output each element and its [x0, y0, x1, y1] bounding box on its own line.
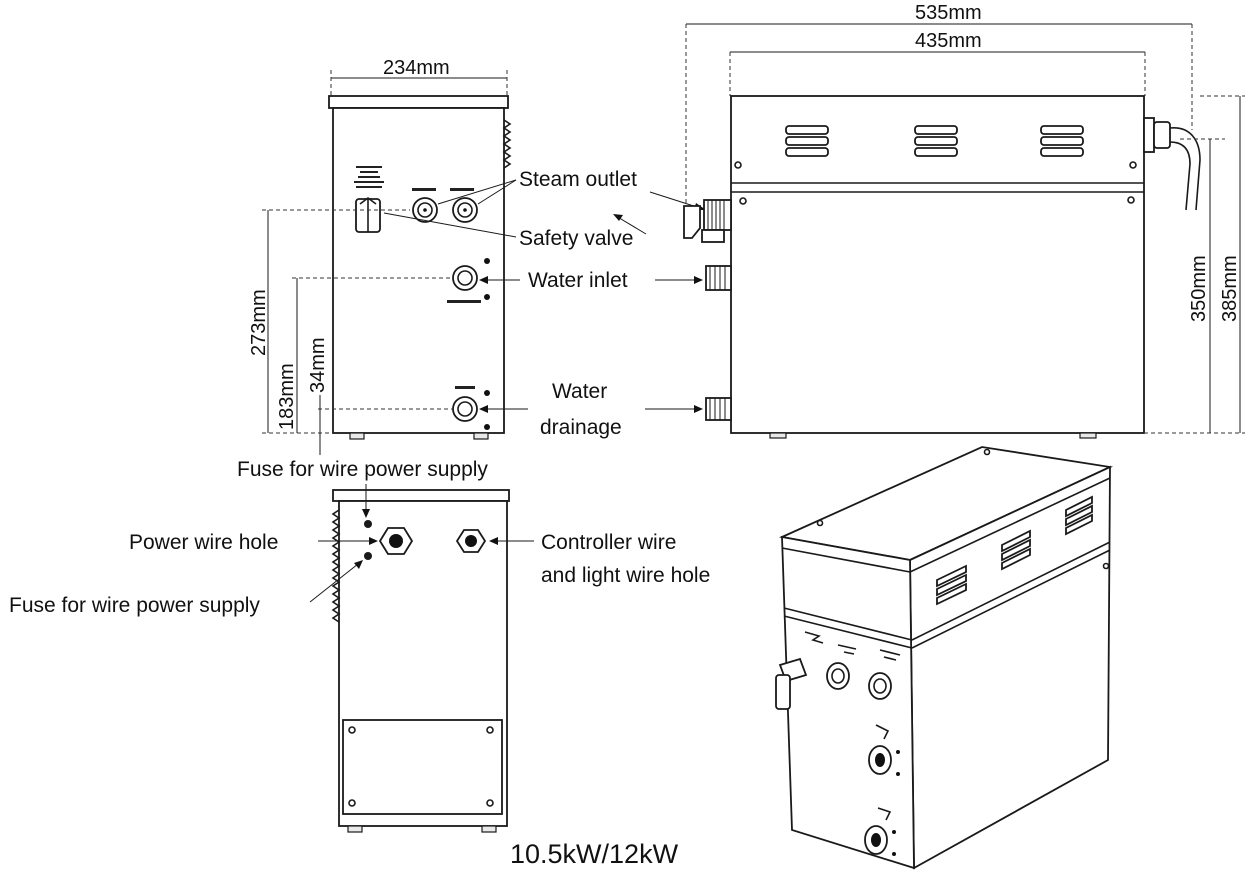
- side-foot-right: [473, 432, 489, 440]
- side-width-label: 234mm: [383, 57, 450, 79]
- dim-350-label: 350mm: [1188, 255, 1210, 322]
- screw-icon: [1127, 196, 1135, 204]
- side-lid: [328, 95, 509, 109]
- water-drainage-fitting-icon: [705, 397, 732, 421]
- screw-icon: [348, 799, 356, 807]
- iso-front-face: [781, 535, 915, 870]
- front-vent-grille-center: [914, 125, 958, 157]
- iso-vent-grille-3: [1065, 495, 1093, 536]
- side-body: [332, 107, 505, 434]
- controller-wire-hole-icon: [455, 529, 487, 553]
- dim-435-label: 435mm: [915, 30, 982, 52]
- side-vent-ridges: [502, 119, 512, 169]
- side-foot-left: [349, 432, 365, 440]
- back-foot-right: [481, 825, 497, 833]
- back-foot-left: [347, 825, 363, 833]
- screw-icon: [983, 448, 991, 456]
- dim-535-label: 535mm: [915, 2, 982, 24]
- screw-icon: [348, 726, 356, 734]
- controller-wire-label-1: Controller wire: [541, 531, 676, 554]
- front-vent-grille-left: [785, 125, 829, 157]
- iso-steam-outlet-icon: [826, 644, 901, 700]
- screw-icon: [816, 519, 824, 527]
- water-inlet-fitting-icon: [705, 265, 732, 291]
- isometric-view: [775, 446, 1114, 870]
- front-foot-left: [769, 432, 787, 439]
- controller-wire-label-2: and light wire hole: [541, 564, 710, 587]
- iso-vent-grille-1: [936, 564, 967, 606]
- fuse-top-label: Fuse for wire power supply: [237, 458, 488, 481]
- screw-icon: [486, 799, 494, 807]
- water-inlet-label: Water inlet: [528, 269, 628, 292]
- side-view: 234mm: [248, 57, 512, 455]
- side-warning-text: [354, 166, 384, 188]
- steam-outlet-leader-1: [437, 179, 517, 205]
- front-body: [730, 95, 1145, 434]
- water-drainage-label-1: Water: [552, 380, 607, 403]
- fuse-bottom-icon: [364, 552, 372, 560]
- model-caption: 10.5kW/12kW: [510, 839, 679, 869]
- power-wire-hole-label: Power wire hole: [129, 531, 278, 554]
- safety-valve-icon: [355, 197, 381, 233]
- steam-outlet-label: Steam outlet: [519, 168, 637, 191]
- screw-icon: [486, 726, 494, 734]
- back-access-panel: [342, 719, 503, 815]
- back-callouts: Fuse for wire power supply Power wire ho…: [9, 458, 710, 617]
- power-wire-hole-icon: [378, 527, 414, 555]
- front-view: 535mm 435mm: [683, 2, 1245, 439]
- fuse-bottom-leader: [309, 563, 359, 603]
- safety-valve-label: Safety valve: [519, 227, 633, 250]
- steam-outlet-fitting-icon: [683, 199, 732, 243]
- back-vent-ridges: [331, 509, 341, 623]
- safety-valve-leader: [383, 212, 517, 238]
- dim-183-label: 183mm: [276, 363, 298, 430]
- screw-icon: [739, 197, 747, 205]
- iso-vent-grille-2: [1001, 529, 1031, 571]
- steam-outlet-leader-2: [477, 179, 517, 205]
- safety-valve-arrow-right: [615, 215, 647, 235]
- dim-385-label: 385mm: [1219, 255, 1241, 322]
- water-drainage-icon: [452, 386, 490, 430]
- iso-water-drainage-icon: [864, 807, 896, 856]
- fuse-top-icon: [364, 520, 372, 528]
- iso-water-inlet-icon: [868, 724, 900, 776]
- screw-icon: [1129, 161, 1137, 169]
- back-lid: [332, 489, 510, 502]
- side-callouts: Steam outlet Safety valve Water inlet Wa…: [383, 168, 706, 439]
- water-drainage-label-2: drainage: [540, 416, 622, 439]
- dim-34-label: 34mm: [307, 337, 329, 393]
- cable-gland-icon: [1143, 117, 1201, 211]
- iso-safety-valve-icon: [775, 631, 824, 710]
- fuse-bottom-label: Fuse for wire power supply: [9, 594, 260, 617]
- screw-icon: [734, 161, 742, 169]
- steam-outlet-icon: [412, 188, 478, 223]
- dim-273-label: 273mm: [248, 289, 270, 356]
- front-vent-grille-right: [1040, 125, 1084, 157]
- water-inlet-icon: [447, 258, 490, 303]
- back-view: [331, 489, 510, 833]
- front-foot-right: [1079, 432, 1097, 439]
- screw-icon: [1102, 562, 1110, 570]
